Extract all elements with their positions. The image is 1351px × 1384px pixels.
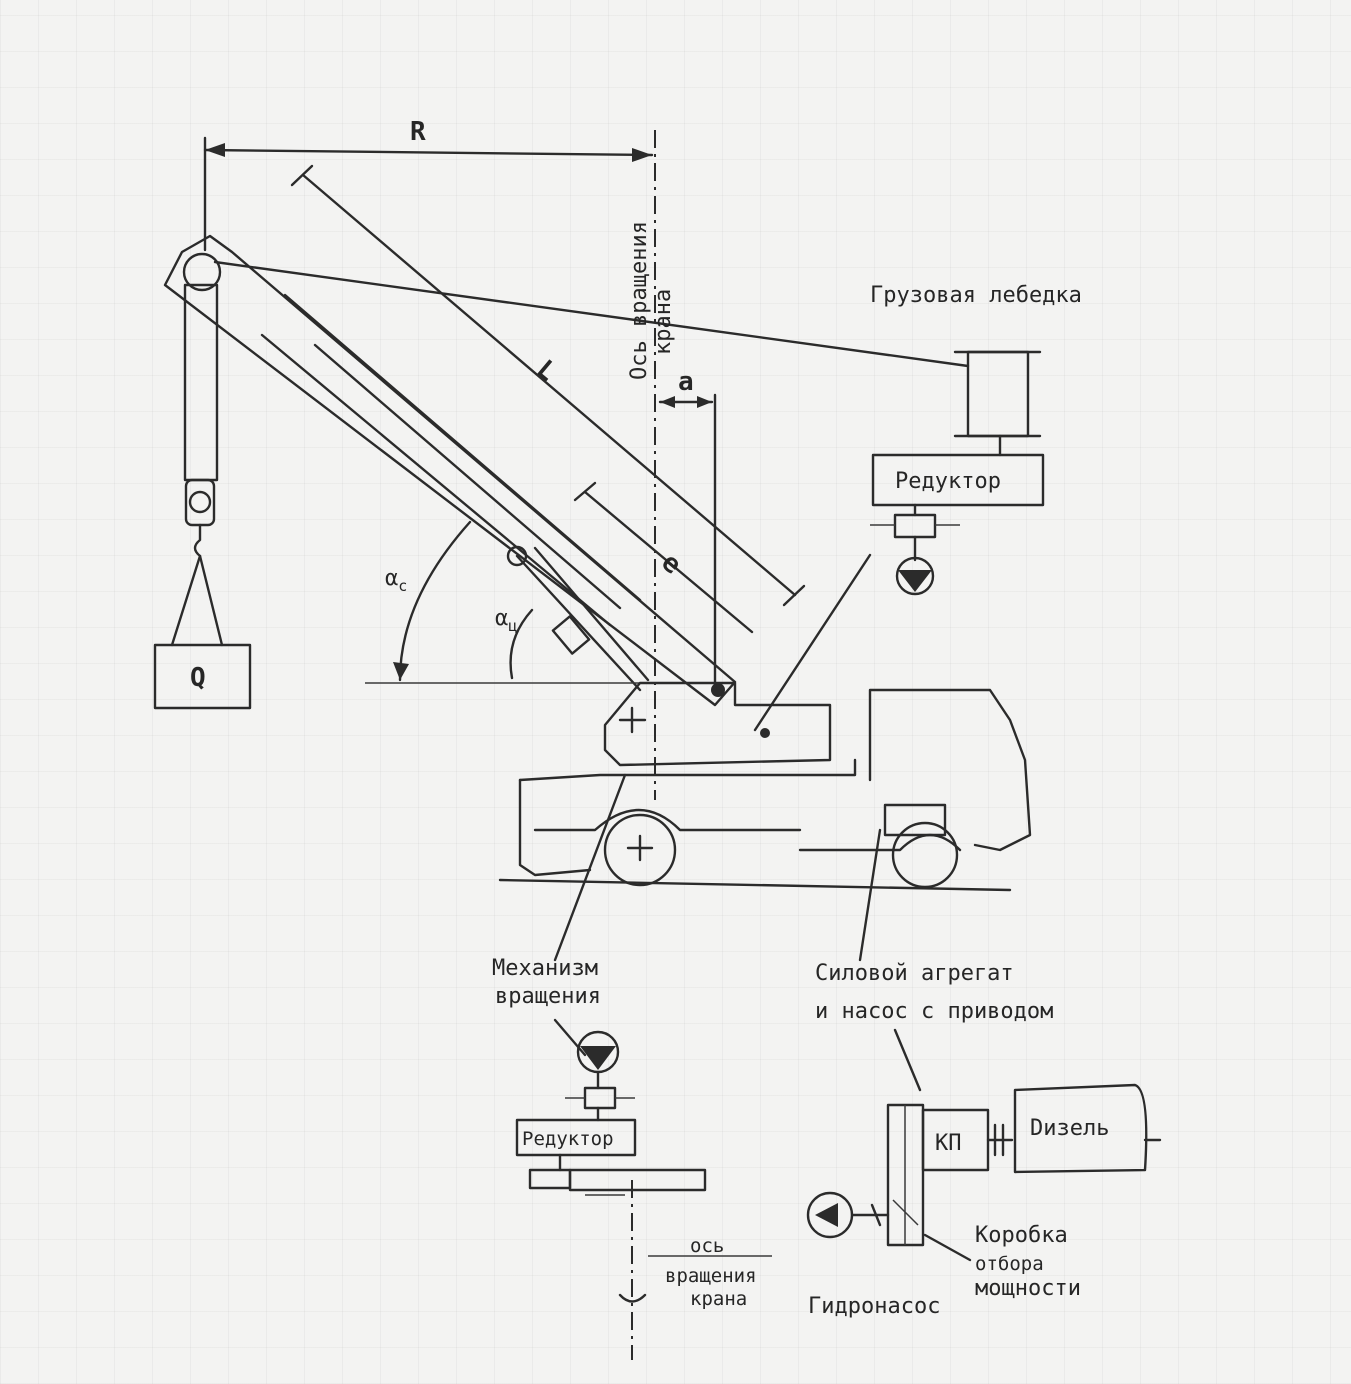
cylinder-angle-label: αц (495, 606, 517, 635)
boom-angle-label: αc (385, 566, 407, 595)
slew-label-line2: вращения (495, 984, 601, 1009)
power-unit-label-line1: Силовой агрегат (815, 961, 1014, 986)
boom-angle-arc (398, 520, 472, 682)
rotation-axis-label-bottom-1: ось (690, 1235, 724, 1257)
load-block (153, 643, 252, 710)
slew-pinion (528, 1153, 707, 1196)
pto-label-line2: отбора (975, 1253, 1044, 1275)
boom-length-dimension: L (290, 164, 806, 607)
gearbox-label: КП (935, 1131, 962, 1156)
turntable (603, 681, 832, 767)
reducer-bottom-box (515, 1118, 637, 1157)
pto-label-line3: мощности (975, 1276, 1081, 1301)
cylinder-arm-label: e (656, 547, 687, 580)
reducer-top-box (871, 453, 1045, 507)
pump-label: Гидронасос (808, 1294, 940, 1319)
slew-leader (553, 773, 627, 962)
pto-label-line1: Коробка (975, 1223, 1068, 1248)
rotation-axis-label-top: Ось вращения крана (627, 208, 676, 380)
luffing-cylinder (506, 545, 650, 692)
power-unit-label-line2: и насос с приводом (815, 999, 1053, 1024)
offset-label: a (678, 367, 694, 397)
boom-length-label: L (531, 354, 562, 387)
reducer-bottom-label: Редуктор (522, 1128, 614, 1150)
radius-label: R (410, 117, 426, 147)
shaft (986, 1123, 1014, 1157)
winch-leader (753, 553, 872, 732)
truck-chassis (498, 688, 1032, 892)
rotation-axis-label-bottom-3: крана (690, 1288, 747, 1310)
slew-motor (565, 1030, 635, 1122)
boom-head-pulley (182, 252, 222, 292)
boom (163, 234, 737, 707)
slew-label-line1: Механизм (492, 956, 598, 981)
power-unit-leader (858, 828, 882, 962)
rotation-arrow (618, 1293, 647, 1303)
pto-gearbox (886, 1103, 925, 1247)
cylinder-angle-arc (509, 608, 534, 680)
rotation-axis-label-bottom-2: вращения (665, 1265, 757, 1287)
hoist-rope (213, 260, 970, 368)
load-label: Q (190, 663, 206, 693)
pto-leader (923, 1233, 972, 1262)
winch-label: Грузовая лебедка (870, 283, 1082, 308)
hydraulic-pump (806, 1191, 890, 1239)
diesel-label: Dизель (1030, 1116, 1109, 1141)
reducer-top-label: Редуктор (895, 469, 1001, 494)
radius-dimension: R (203, 117, 654, 252)
winch-coupling (870, 503, 960, 596)
cylinder-arm-dimension: e (573, 481, 754, 634)
diesel-box (1013, 1083, 1148, 1174)
winch (953, 350, 1042, 457)
hook-assembly (170, 283, 224, 647)
offset-dimension: a (658, 367, 717, 692)
